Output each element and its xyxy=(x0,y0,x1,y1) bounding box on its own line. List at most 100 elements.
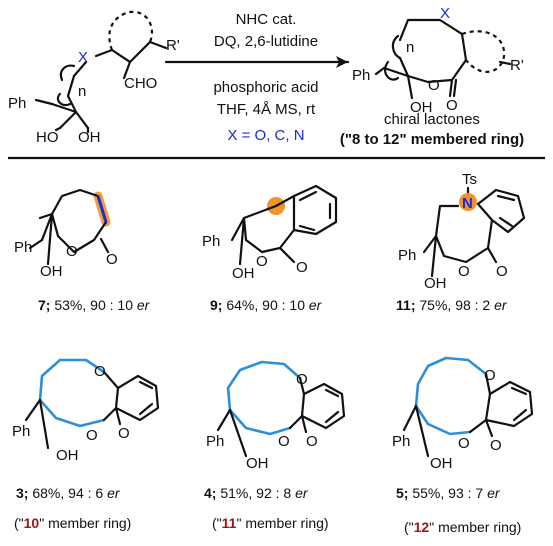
compound-5-ph: Ph xyxy=(392,433,410,450)
condition-line-4: THF, 4Å MS, rt xyxy=(217,101,316,118)
compound-3-ring-core xyxy=(102,370,120,422)
caption-3: 3; 68%, 94 : 6 er xyxy=(16,485,121,501)
product-structure: X n O O R' Ph OH chiral lactones ("8 to … xyxy=(340,5,524,148)
caption-5: 5; 55%, 93 : 7 er xyxy=(396,485,501,501)
product-bond xyxy=(406,74,430,84)
substrate-n-bracket xyxy=(56,64,76,107)
substrate-bond xyxy=(110,48,132,64)
compound-3-bond xyxy=(24,398,42,422)
substrate-bond xyxy=(34,98,54,106)
compound-5-structure: O Ph O O OH xyxy=(392,356,534,472)
compound-5-benzene-dbl xyxy=(512,408,528,422)
product-bond xyxy=(374,66,386,76)
product-bond xyxy=(382,66,410,78)
substrate-bond xyxy=(58,110,78,130)
compound-4-oh: OH xyxy=(246,455,269,472)
product-fused-ring xyxy=(461,30,506,73)
compound-11-benzene-dbl xyxy=(498,216,514,228)
product-n-label: n xyxy=(406,39,414,56)
compound-11-o: O xyxy=(458,263,470,280)
compound-4-ring-highlight xyxy=(226,360,302,436)
compound-5-benzene-dbl xyxy=(510,386,528,396)
compound-9-bond xyxy=(238,216,246,266)
substrate-bond xyxy=(94,48,114,58)
compound-4-o: O xyxy=(278,433,290,450)
compound-9-benzene xyxy=(292,184,338,236)
substrate-bond xyxy=(66,94,78,114)
compound-11-bond xyxy=(422,234,438,254)
compound-5-bond xyxy=(402,404,418,432)
compound-7-co: O xyxy=(106,251,118,268)
compound-4-benzene xyxy=(300,382,346,430)
compound-4-o-top: O xyxy=(296,371,308,388)
product-o-label: O xyxy=(428,77,440,94)
compound-3-co-bond xyxy=(114,406,122,426)
compound-11-n: N xyxy=(462,195,473,212)
compound-7-structure: Ph O O OH xyxy=(14,188,118,280)
ring-size-3: ("10" member ring) xyxy=(14,515,131,531)
compound-4-structure: O Ph O O OH xyxy=(206,360,346,472)
substrate-bond xyxy=(128,40,152,64)
product-n-bracket xyxy=(383,34,402,81)
compound-9-co-bond xyxy=(278,246,296,264)
compound-9-structure: Ph O O OH xyxy=(202,184,338,282)
product-co-label: O xyxy=(446,97,458,114)
compound-11-ring xyxy=(434,202,494,264)
caption-11: 11; 75%, 98 : 2 er xyxy=(396,297,508,313)
compound-3-benzene-dbl xyxy=(138,380,154,390)
product-bond xyxy=(398,56,410,78)
substrate-n-label: n xyxy=(78,83,86,100)
condition-line-2: DQ, 2,6-lutidine xyxy=(214,33,318,50)
compound-5-benzene xyxy=(484,380,534,428)
substrate-x-label: X xyxy=(78,49,88,66)
compound-5-ring-core xyxy=(468,372,492,434)
product-ring-range: ("8 to 12" membered ring) xyxy=(340,131,524,148)
compound-9-o: O xyxy=(256,253,268,270)
compound-5-o-top: O xyxy=(484,367,496,384)
product-bond xyxy=(498,60,512,66)
compound-4-co: O xyxy=(306,433,318,450)
compound-3-structure: O Ph O O OH xyxy=(12,358,160,464)
caption-4: 4; 51%, 92 : 8 er xyxy=(204,485,309,501)
compound-7-oh: OH xyxy=(40,263,63,280)
compound-5-ring-highlight xyxy=(414,356,488,436)
reaction-arrowhead xyxy=(336,56,348,68)
ring-size-5: ("12" member ring) xyxy=(404,519,521,535)
substrate-fused-ring xyxy=(108,10,154,51)
compound-11-oh: OH xyxy=(424,275,447,292)
compound-4-bond xyxy=(216,408,232,432)
compound-5-co: O xyxy=(490,437,502,454)
compound-3-oh: OH xyxy=(56,447,79,464)
ring-size-4: ("11" member ring) xyxy=(212,515,329,531)
product-label: chiral lactones xyxy=(384,111,480,128)
compound-11-co-bond xyxy=(486,246,498,264)
product-ph-label: Ph xyxy=(352,67,370,84)
compound-5-bond xyxy=(414,404,430,458)
substrate-r-label: R' xyxy=(166,37,180,54)
compound-7-alkene-bond xyxy=(96,195,108,223)
compound-11-structure: Ts N Ph O O OH xyxy=(398,171,526,292)
compound-9-co: O xyxy=(296,259,308,276)
compound-7-bond xyxy=(28,238,44,250)
condition-line-1: NHC cat. xyxy=(236,11,297,28)
caption-9: 9; 64%, 90 : 10 er xyxy=(210,297,323,313)
compound-3-o-top: O xyxy=(94,363,106,380)
substrate-bond xyxy=(74,110,90,130)
substrate-ho-label: HO xyxy=(36,129,59,146)
compound-9-bond xyxy=(230,216,246,242)
substrate-ph-label: Ph xyxy=(8,95,26,112)
compound-11-atom-highlight xyxy=(459,193,477,211)
compound-7-ring xyxy=(50,188,108,254)
compound-4-bond xyxy=(228,408,248,458)
compound-7-bond xyxy=(46,212,54,266)
compound-5-oh: OH xyxy=(430,455,453,472)
reaction-conditions: NHC cat. DQ, 2,6-lutidine phosphoric aci… xyxy=(164,11,350,144)
compound-11-co: O xyxy=(496,263,508,280)
substrate-bond xyxy=(72,60,88,78)
compound-7-ph: Ph xyxy=(14,239,32,256)
product-ring xyxy=(398,18,468,84)
compound-3-ring-highlight xyxy=(38,358,106,428)
product-co-bond xyxy=(452,78,458,98)
product-co-bond xyxy=(448,78,454,98)
